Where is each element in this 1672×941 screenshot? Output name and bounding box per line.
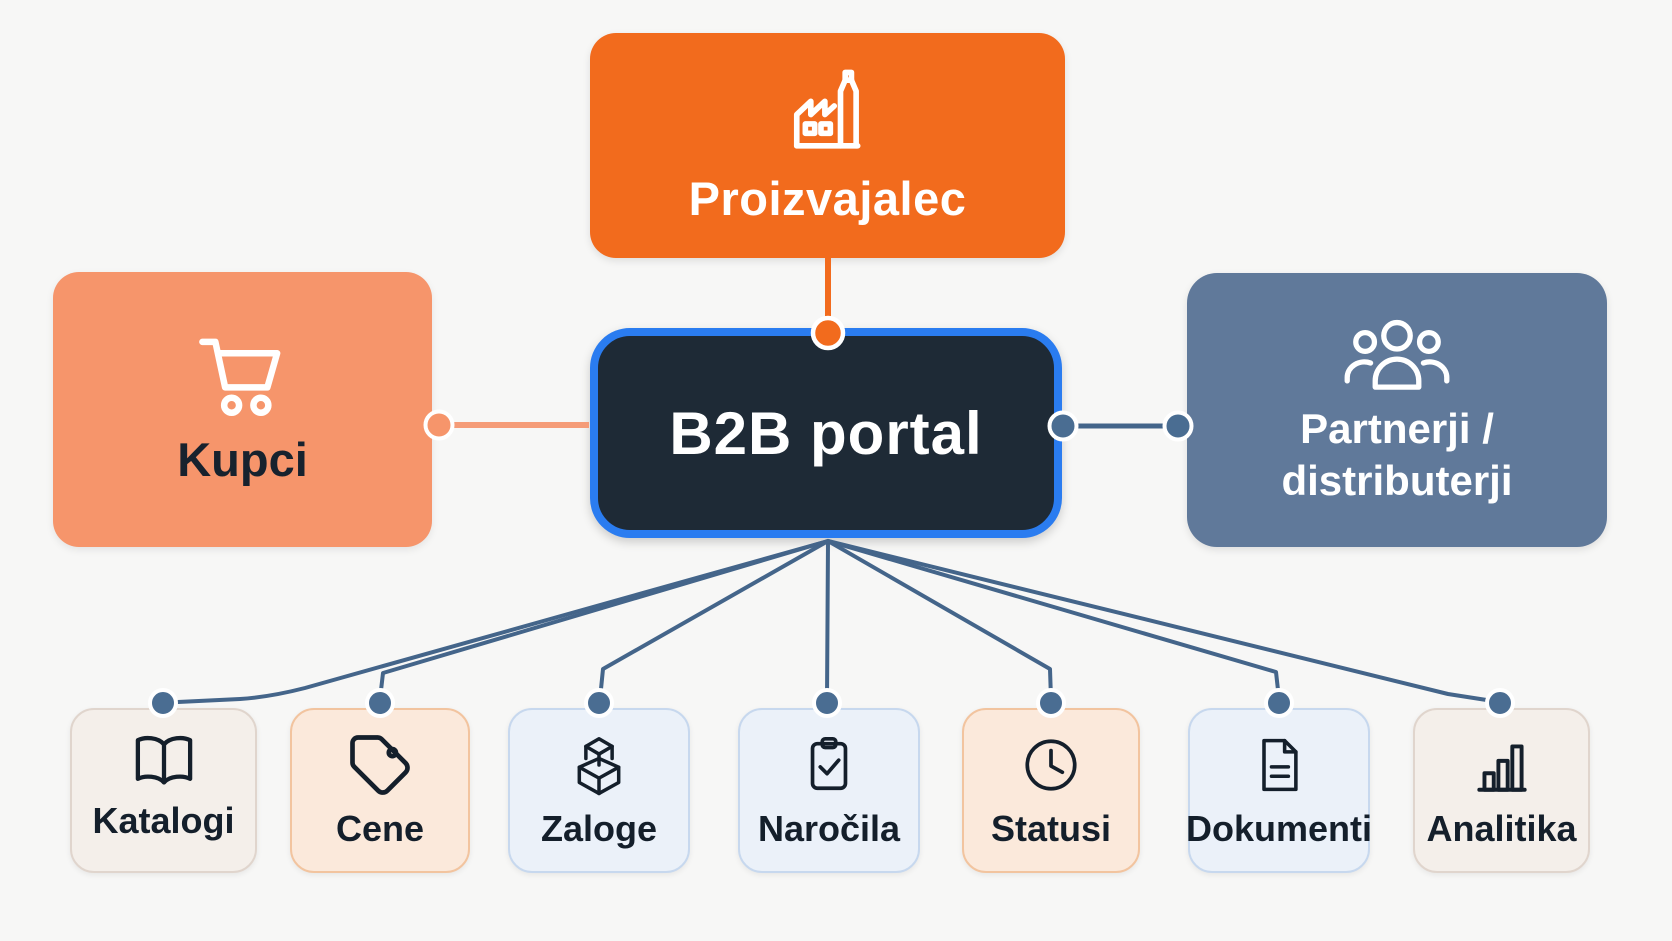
feature-cene-label: Cene	[335, 808, 425, 849]
cubes-icon	[577, 737, 621, 796]
node-proizvajalec-label: Proizvajalec	[688, 172, 967, 225]
feature-katalogi: Katalogi	[70, 708, 257, 873]
factory-icon	[793, 69, 860, 149]
people-icon	[1344, 319, 1450, 390]
feature-analitika-label: Analitika	[1426, 808, 1577, 849]
book-icon	[135, 735, 192, 785]
node-partnerji: Partnerji / distributerji	[1187, 273, 1607, 547]
clock-icon	[1025, 739, 1077, 791]
feature-narocila-label: Naročila	[757, 808, 901, 849]
node-proizvajalec: Proizvajalec	[590, 33, 1065, 258]
node-b2b-portal-label: B2B portal	[669, 399, 983, 467]
bar-chart-icon	[1476, 744, 1527, 792]
feature-statusi: Statusi	[962, 708, 1140, 873]
connector-b2b-cene	[378, 539, 830, 701]
node-kupci: Kupci	[53, 272, 432, 547]
feature-dokumenti: Dokumenti	[1186, 708, 1373, 873]
connector-b2b-statusi	[826, 539, 1053, 701]
document-icon	[1262, 738, 1298, 792]
feature-katalogi-label: Katalogi	[92, 800, 235, 841]
node-partnerji-label-line1: Partnerji /	[1300, 404, 1494, 452]
connector-b2b-dokumenti	[826, 539, 1281, 701]
node-kupci-label: Kupci	[177, 433, 308, 486]
feature-analitika: Analitika	[1413, 708, 1590, 873]
connector-b2b-katalogi	[176, 539, 830, 704]
connector-b2b-narocila	[825, 539, 830, 701]
node-b2b-portal: B2B portal	[590, 328, 1062, 538]
feature-cene: Cene	[290, 708, 470, 873]
feature-zaloge-label: Zaloge	[540, 808, 657, 849]
cart-icon	[198, 338, 280, 416]
tag-icon	[350, 735, 410, 795]
feature-dokumenti-label: Dokumenti	[1186, 808, 1373, 849]
feature-narocila: Naročila	[738, 708, 920, 873]
connector-b2b-analitika	[826, 539, 1495, 703]
feature-zaloge: Zaloge	[508, 708, 690, 873]
node-partnerji-label-line2: distributerji	[1281, 457, 1513, 504]
clipboard-check-icon	[810, 737, 848, 791]
feature-statusi-label: Statusi	[990, 808, 1112, 849]
connector-b2b-zaloge	[598, 539, 830, 701]
